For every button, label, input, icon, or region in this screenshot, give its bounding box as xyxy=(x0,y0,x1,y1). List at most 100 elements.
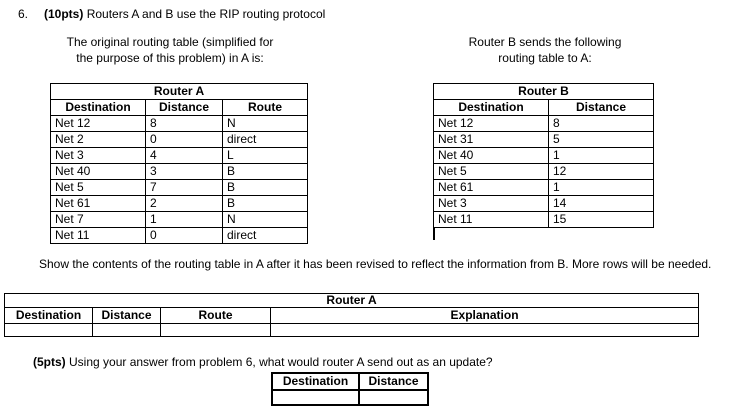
column-header-explanation: Explanation xyxy=(269,307,700,324)
cell-destination: Net 3 xyxy=(433,195,549,212)
table-row: Net 7 1 N xyxy=(50,211,309,228)
intro-left-line1: The original routing table (simplified f… xyxy=(66,35,274,49)
cell-destination: Net 61 xyxy=(50,195,146,212)
table-header-row: Destination Distance xyxy=(433,99,655,116)
cell-destination: Net 40 xyxy=(50,163,146,180)
question-text: Routers A and B use the RIP routing prot… xyxy=(86,7,326,21)
cell-route: direct xyxy=(221,131,309,148)
cell-distance: 2 xyxy=(145,195,223,212)
answer-cell-distance xyxy=(92,323,161,337)
column-header-destination: Destination xyxy=(4,307,93,324)
table-title-row: Router A xyxy=(49,83,309,100)
router-a-table-title: Router A xyxy=(49,83,309,100)
cell-distance: 1 xyxy=(547,147,655,164)
table-header-row: Destination Distance xyxy=(271,372,429,391)
table-row: Net 31 5 xyxy=(433,131,655,148)
cell-destination: Net 61 xyxy=(433,179,549,196)
table-row xyxy=(271,389,429,406)
column-header-route: Route xyxy=(221,99,309,116)
cell-distance: 1 xyxy=(547,179,655,196)
table-row: Net 61 2 B xyxy=(50,195,309,212)
cell-destination: Net 40 xyxy=(433,147,549,164)
answer-table-title: Router A xyxy=(3,293,700,308)
cell-destination: Net 11 xyxy=(433,211,549,228)
intro-left: The original routing table (simplified f… xyxy=(67,34,274,66)
intro-left-line2: the purpose of this problem) in A is: xyxy=(76,51,264,65)
cell-distance: 0 xyxy=(145,131,223,148)
cell-destination: Net 12 xyxy=(433,115,549,132)
table-border-artifact xyxy=(433,227,435,240)
table-row: Net 40 1 xyxy=(433,147,655,164)
cell-destination: Net 11 xyxy=(50,227,146,244)
table-row: Net 12 8 xyxy=(433,115,655,132)
column-header-route: Route xyxy=(160,307,271,324)
cell-distance: 5 xyxy=(547,131,655,148)
column-header-distance: Distance xyxy=(547,99,655,116)
intro-right: Router B sends the following routing tab… xyxy=(469,34,622,66)
cell-destination: Net 7 xyxy=(50,211,146,228)
table-header-row: Destination Distance Route xyxy=(50,99,309,116)
cell-distance: 4 xyxy=(145,147,223,164)
question-number: 6. xyxy=(18,7,29,21)
column-header-distance: Distance xyxy=(145,99,223,116)
instruction-text: Show the contents of the routing table i… xyxy=(39,257,712,271)
cell-distance: 0 xyxy=(145,227,223,244)
table-row: Net 5 7 B xyxy=(50,179,309,196)
question-header: (10pts) Routers A and B use the RIP rout… xyxy=(44,7,325,21)
cell-distance: 8 xyxy=(547,115,655,132)
table-row: Net 12 8 N xyxy=(50,115,309,132)
cell-route: N xyxy=(221,211,309,228)
cell-route: L xyxy=(221,147,309,164)
table-row: Net 3 4 L xyxy=(50,147,309,164)
table-title-row: Router A xyxy=(3,293,700,308)
router-b-table: Router B Destination Distance Net 12 8 N… xyxy=(432,83,655,228)
table-row: Net 3 14 xyxy=(433,195,655,212)
answer-cell-route xyxy=(160,323,271,337)
cell-distance: 7 xyxy=(145,179,223,196)
cell-route: N xyxy=(221,115,309,132)
table-row: Net 2 0 direct xyxy=(50,131,309,148)
cell-destination: Net 3 xyxy=(50,147,146,164)
column-header-destination: Destination xyxy=(433,99,549,116)
cell-distance: 15 xyxy=(547,211,655,228)
cell-route: B xyxy=(221,179,309,196)
cell-route: B xyxy=(221,163,309,180)
answer-table: Router A Destination Distance Route Expl… xyxy=(3,293,700,337)
update-cell-distance xyxy=(358,389,429,406)
cell-destination: Net 12 xyxy=(50,115,146,132)
column-header-distance: Distance xyxy=(92,307,161,324)
update-table: Destination Distance xyxy=(271,372,429,406)
table-header-row: Destination Distance Route Explanation xyxy=(4,307,700,324)
cell-route: B xyxy=(221,195,309,212)
cell-destination: Net 5 xyxy=(50,179,146,196)
column-header-distance: Distance xyxy=(358,372,429,391)
table-row: Net 5 12 xyxy=(433,163,655,180)
column-header-destination: Destination xyxy=(271,372,360,391)
table-row: Net 11 0 direct xyxy=(50,227,309,244)
cell-destination: Net 2 xyxy=(50,131,146,148)
cell-destination: Net 31 xyxy=(433,131,549,148)
table-row xyxy=(4,323,700,337)
column-header-destination: Destination xyxy=(50,99,146,116)
followup-text: Using your answer from problem 6, what w… xyxy=(69,355,493,369)
answer-cell-destination xyxy=(4,323,93,337)
cell-distance: 1 xyxy=(145,211,223,228)
question-points: (10pts) xyxy=(44,7,84,21)
intro-right-line2: routing table to A: xyxy=(498,51,592,65)
cell-distance: 8 xyxy=(145,115,223,132)
intro-right-line1: Router B sends the following xyxy=(468,35,622,49)
table-row: Net 11 15 xyxy=(433,211,655,228)
router-b-table-title: Router B xyxy=(432,83,655,100)
cell-destination: Net 5 xyxy=(433,163,549,180)
question-number-wrap: 6. xyxy=(18,7,28,21)
cell-distance: 14 xyxy=(547,195,655,212)
followup-line: (5pts) Using your answer from problem 6,… xyxy=(33,355,493,369)
table-row: Net 40 3 B xyxy=(50,163,309,180)
answer-cell-explanation xyxy=(269,323,700,337)
cell-distance: 12 xyxy=(547,163,655,180)
cell-route: direct xyxy=(221,227,309,244)
cell-distance: 3 xyxy=(145,163,223,180)
table-row: Net 61 1 xyxy=(433,179,655,196)
update-cell-destination xyxy=(271,389,360,406)
